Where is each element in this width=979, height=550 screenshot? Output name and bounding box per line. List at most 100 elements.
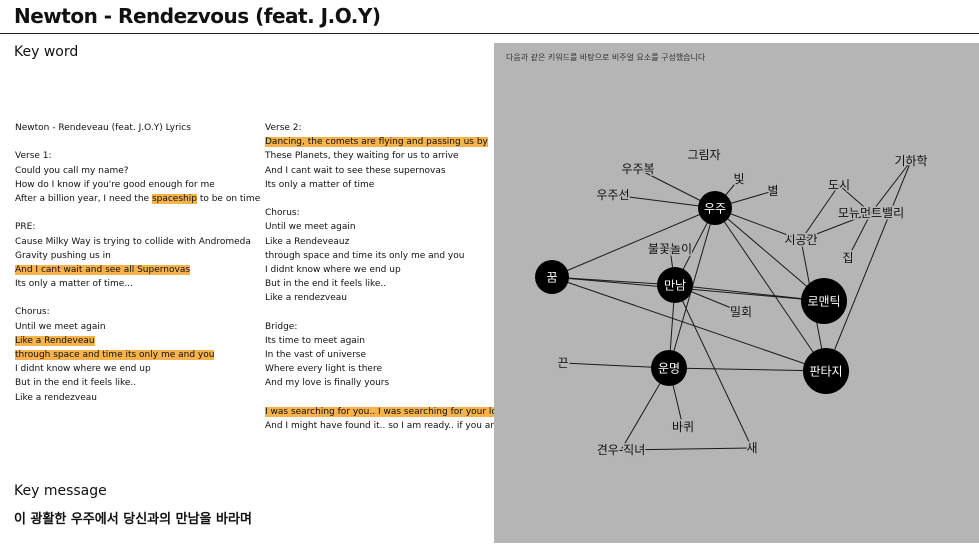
keyword-label-spaceship: 우주선 [596,188,629,202]
lyric-line [15,291,260,305]
lyric-text: And my love is finally yours [265,378,390,389]
keyword-label-monument: 모뉴먼트밸리 [838,206,904,220]
keyword-label-geometry: 기하학 [894,154,927,168]
lyric-line: And I cant wait and see all Supernovas [15,263,260,277]
lyrics-column-right: Verse 2: Dancing, the comets are flying a… [265,121,508,433]
lyric-line [265,391,508,405]
keyword-label-light: 빛 [733,172,744,186]
hub-node-label: 로맨틱 [807,295,840,309]
lyric-text: I didnt know where we end up [265,264,401,275]
hub-node-label: 만남 [664,279,686,293]
diagram-edge [800,184,840,241]
lyric-text: These Planets, they waiting for us to ar… [265,151,459,162]
lyric-line: Its only a matter of time [265,178,508,192]
lyric-text: through space and time its only me and y… [265,250,465,261]
diagram-edge [620,447,753,451]
lyric-line: I didnt know where we end up [265,263,508,277]
diagram-edge [800,212,872,241]
lyric-line [265,305,508,319]
lyric-text: Gravity pushing us in [15,250,111,261]
lyric-line: After a billion year, I need the spacesh… [15,192,260,206]
diagram-edge [825,160,912,372]
lyric-text: Like a rendezveau [15,392,97,403]
lyric-line: through space and time its only me and y… [265,249,508,263]
lyric-line [15,135,260,149]
lyric-text: But in the end it feels like.. [15,378,137,389]
lyric-line: Verse 2: [265,121,508,135]
lyric-line: Bridge: [265,320,508,334]
lyric-text: Bridge: [265,321,298,332]
hub-node-destiny: 운명 [651,350,687,386]
lyric-line: And I cant wait to see these supernovas [265,164,508,178]
lyric-text: In the vast of universe [265,350,367,360]
lyric-text: Where every light is there [265,364,382,375]
lyric-line: Could you call my name? [15,164,260,178]
hub-node-circle [651,350,687,386]
lyric-text: Its only a matter of time... [15,279,133,290]
diagram-edge [668,367,827,372]
keyword-label-gyeonwoo: 견우-직녀 [597,443,646,457]
lyric-line: I was searching for you.. I was searchin… [265,405,508,419]
lyric-line: In the vast of universe [265,348,508,362]
keyword-label-fireworks: 불꽃놀이 [648,242,692,256]
lyric-line [265,192,508,206]
key-message-heading: Key message [14,483,107,499]
lyric-line: And my love is finally yours [265,376,508,390]
highlighted-lyric: And I cant wait and see all Supernovas [15,264,191,275]
lyric-text: Verse 2: [265,123,302,133]
lyric-text: Like a rendezveau [265,293,347,304]
lyric-text: And I might have found it.. so I am read… [265,420,506,431]
lyric-line: Chorus: [15,305,260,319]
lyric-line: How do I know if you're good enough for … [15,178,260,192]
highlighted-lyric: through space and time its only me and y… [15,350,215,360]
diagram-edge [870,160,912,214]
lyric-text: Like a Rendeveauz [265,236,350,247]
diagram-edge [838,184,872,214]
lyric-line: Until we meet again [15,320,260,334]
hub-node-universe: 우주 [698,191,732,225]
lyric-line: Dancing, the comets are flying and passi… [265,135,508,149]
lyric-line: Like a rendezveau [15,391,260,405]
hub-node-romantic: 로맨틱 [801,278,847,324]
lyric-line: But in the end it feels like.. [265,277,508,291]
hub-node-label: 운명 [658,362,680,376]
lyric-line: These Planets, they waiting for us to ar… [265,149,508,163]
lyric-text: But in the end it feels like.. [265,279,387,290]
keyword-label-star: 별 [767,184,778,198]
lyric-line: Gravity pushing us in [15,249,260,263]
keyword-label-bird: 새 [746,441,757,455]
lyric-text: Newton - Rendeveau (feat. J.O.Y) Lyrics [15,123,191,133]
keyword-label-shadow: 그림자 [687,148,720,162]
hub-node-meeting: 만남 [657,267,693,303]
diagram-edge [551,207,716,278]
lyric-text: I didnt know where we end up [15,364,151,375]
highlighted-lyric: I was searching for you.. I was searchin… [265,406,508,417]
page-title: Newton - Rendezvous (feat. J.O.Y) [14,4,381,28]
diagram-edge [714,207,827,372]
lyric-text: Its time to meet again [265,335,366,346]
lyric-text: Cause Milky Way is trying to collide wit… [15,236,251,247]
lyric-line: Its only a matter of time... [15,277,260,291]
lyric-text: After a billion year, I need the [15,193,152,204]
diagram-edge [714,207,825,302]
diagram-edge [847,212,872,259]
hub-node-circle [698,191,732,225]
highlighted-keyword: spaceship [151,193,197,204]
lyric-text: And I cant wait to see these supernovas [265,165,446,176]
lyric-line: Newton - Rendeveau (feat. J.O.Y) Lyrics [15,121,260,135]
lyric-line: Where every light is there [265,362,508,376]
diagram-edges [551,160,912,451]
title-divider [0,33,979,34]
hub-node-label: 판타지 [809,365,842,379]
keyword-label-wheel: 바퀴 [672,420,694,434]
lyric-text: Its only a matter of time [265,179,375,190]
lyric-line: Cause Milky Way is trying to collide wit… [15,235,260,249]
lyric-line: And I might have found it.. so I am read… [265,419,508,433]
diagram-edge [674,284,753,449]
lyric-text: Chorus: [15,307,50,318]
keyword-label-thread: 끈 [557,356,568,370]
lyric-line: Chorus: [265,206,508,220]
key-message-text: 이 광활한 우주에서 당신과의 만남을 바라며 [14,512,252,527]
